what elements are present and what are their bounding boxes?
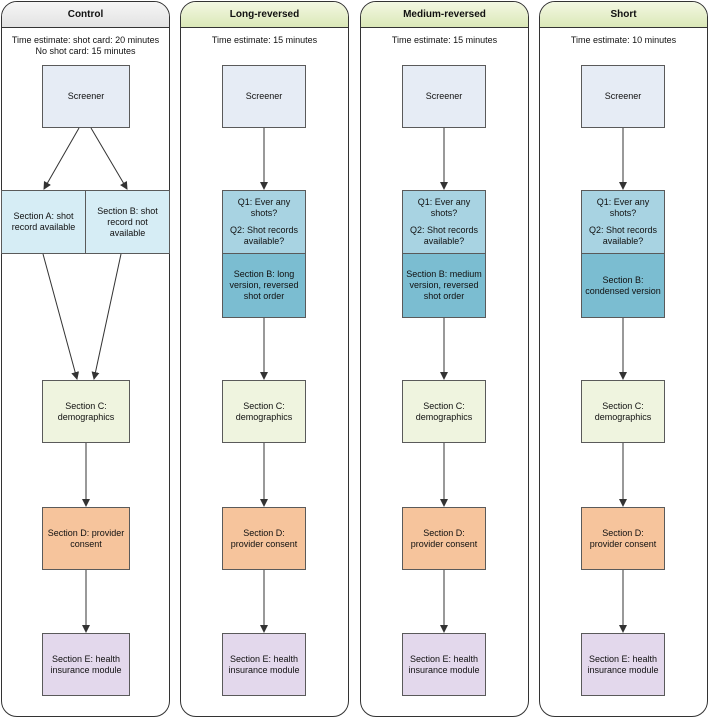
questions-box: Q1: Ever any shots? Q2: Shot records ava… — [402, 190, 486, 254]
section-d-label: Section D: provider consent — [410, 527, 478, 549]
questions-box: Q1: Ever any shots? Q2: Shot records ava… — [581, 190, 665, 254]
section-a-label: Section A: shot record available — [11, 211, 76, 232]
section-e-label: Section E: health insurance module — [228, 653, 300, 675]
section-d-label: Section D: provider consent — [47, 527, 125, 549]
section-b-box: Section B: condensed version — [581, 253, 665, 318]
section-c-box: Section C: demographics — [42, 380, 130, 443]
panel-control: Control Time estimate: shot card: 20 min… — [1, 1, 170, 717]
time-estimate-line: Time estimate: 10 minutes — [570, 35, 677, 45]
section-d-box: Section D: provider consent — [42, 507, 130, 570]
section-d-label: Section D: provider consent — [230, 527, 298, 549]
screener-label: Screener — [425, 91, 463, 101]
panel-title: Medium-reversed — [361, 2, 528, 28]
panel-title: Short — [540, 2, 707, 28]
panel-short: Short Time estimate: 10 minutes — [539, 1, 708, 717]
q2-label: Q2: Shot records available? — [229, 225, 299, 246]
screener-label: Screener — [67, 91, 105, 101]
section-b-box: Section B: medium version, reversed shot… — [402, 253, 486, 318]
q1-label: Q1: Ever any shots? — [237, 197, 291, 218]
section-b-label: Section B: long version, reversed shot o… — [229, 269, 299, 301]
section-c-box: Section C: demographics — [402, 380, 486, 443]
section-c-label: Section C: demographics — [57, 400, 115, 422]
section-c-box: Section C: demographics — [222, 380, 306, 443]
section-d-label: Section D: provider consent — [589, 527, 657, 549]
screener-box: Screener — [222, 65, 306, 128]
time-estimate: Time estimate: shot card: 20 minutes No … — [2, 35, 169, 57]
section-b-box: Section B: long version, reversed shot o… — [222, 253, 306, 318]
section-e-box: Section E: health insurance module — [222, 633, 306, 696]
section-e-box: Section E: health insurance module — [402, 633, 486, 696]
section-e-label: Section E: health insurance module — [50, 653, 122, 675]
panel-title: Control — [2, 2, 169, 28]
panel-medium-reversed: Medium-reversed Time estimate: 15 minute… — [360, 1, 529, 717]
time-estimate-line2: No shot card: 15 minutes — [35, 46, 136, 56]
screener-box: Screener — [402, 65, 486, 128]
section-c-label: Section C: demographics — [415, 400, 473, 422]
time-estimate-line: Time estimate: 15 minutes — [211, 35, 318, 45]
section-b-box: Section B: shot record not available — [85, 190, 170, 254]
section-c-label: Section C: demographics — [594, 400, 652, 422]
section-e-label: Section E: health insurance module — [587, 653, 659, 675]
panel-title: Long-reversed — [181, 2, 348, 28]
screener-label: Screener — [245, 91, 283, 101]
section-e-box: Section E: health insurance module — [581, 633, 665, 696]
q2-label: Q2: Shot records available? — [409, 225, 479, 246]
section-c-box: Section C: demographics — [581, 380, 665, 443]
section-c-label: Section C: demographics — [235, 400, 293, 422]
screener-box: Screener — [42, 65, 130, 128]
section-d-box: Section D: provider consent — [402, 507, 486, 570]
section-b-label: Section B: condensed version — [585, 274, 661, 296]
time-estimate: Time estimate: 15 minutes — [361, 35, 528, 46]
section-b-label: Section B: shot record not available — [97, 205, 158, 238]
section-a-box: Section A: shot record available — [1, 190, 86, 254]
questions-box: Q1: Ever any shots? Q2: Shot records ava… — [222, 190, 306, 254]
section-e-box: Section E: health insurance module — [42, 633, 130, 696]
time-estimate-line1: Time estimate: shot card: 20 minutes — [11, 35, 160, 45]
screener-label: Screener — [604, 91, 642, 101]
screener-box: Screener — [581, 65, 665, 128]
section-b-label: Section B: medium version, reversed shot… — [406, 269, 482, 301]
q2-label: Q2: Shot records available? — [588, 225, 658, 246]
section-e-label: Section E: health insurance module — [408, 653, 480, 675]
panel-long-reversed: Long-reversed Time estimate: 15 minutes — [180, 1, 349, 717]
q1-label: Q1: Ever any shots? — [417, 197, 471, 218]
q1-label: Q1: Ever any shots? — [596, 197, 650, 218]
time-estimate: Time estimate: 15 minutes — [181, 35, 348, 46]
section-d-box: Section D: provider consent — [581, 507, 665, 570]
section-d-box: Section D: provider consent — [222, 507, 306, 570]
time-estimate: Time estimate: 10 minutes — [540, 35, 707, 46]
time-estimate-line: Time estimate: 15 minutes — [391, 35, 498, 45]
